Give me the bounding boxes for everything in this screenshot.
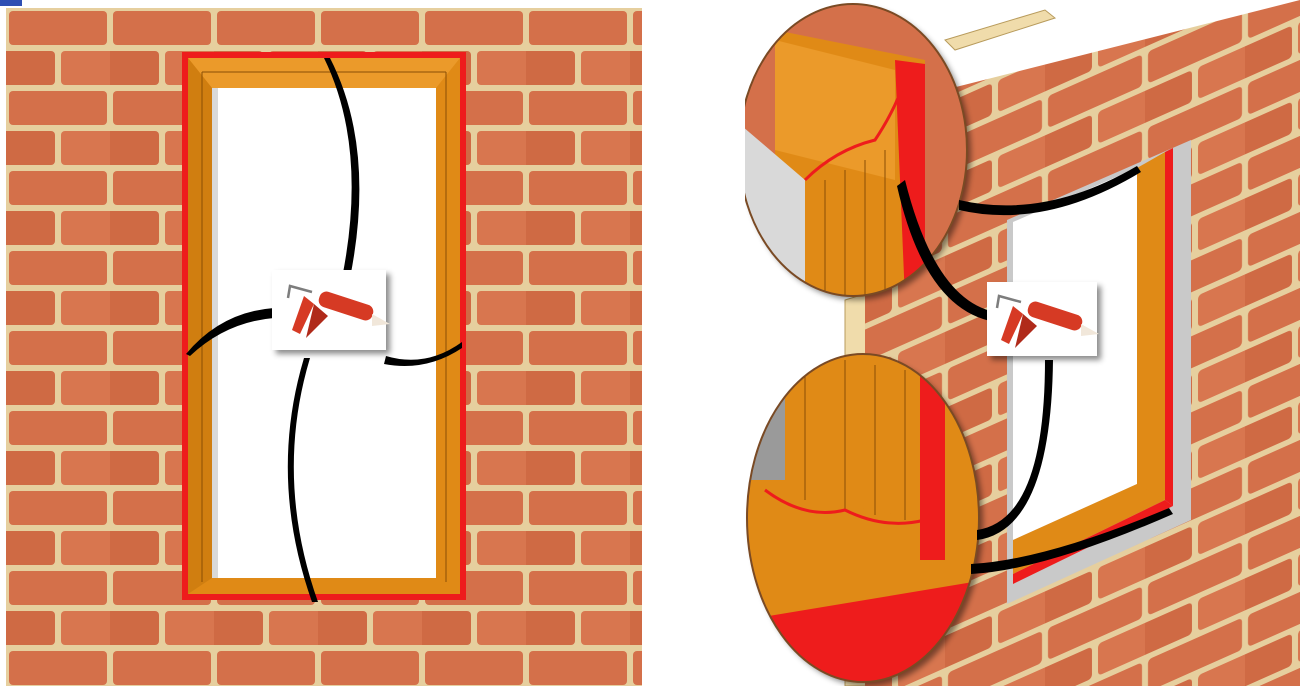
front-elevation-figure	[6, 8, 642, 686]
selection-marker	[0, 0, 22, 6]
wood-batten-top	[945, 10, 1055, 50]
frame-side-iso	[1137, 152, 1165, 500]
frame-bevel-left	[188, 58, 212, 594]
isometric-detail-figure	[745, 0, 1300, 686]
sealant-side-iso	[1165, 148, 1173, 506]
isometric-detail-panel	[745, 0, 1300, 686]
frame-bevel-top	[188, 58, 460, 88]
front-elevation-panel	[6, 8, 642, 686]
